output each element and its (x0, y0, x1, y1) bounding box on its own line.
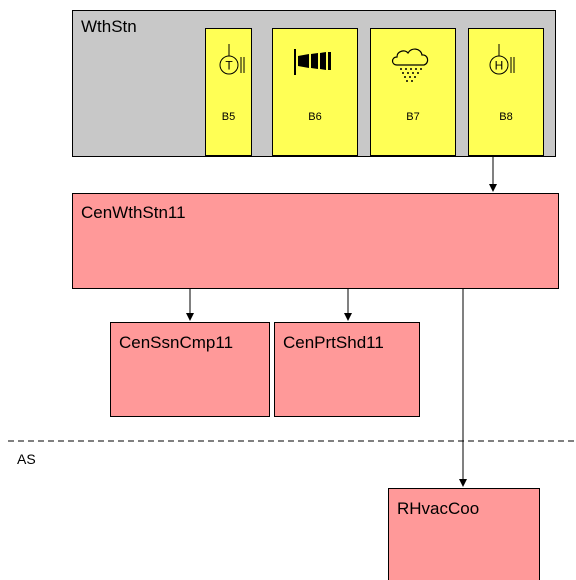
hvac-cooling-block[interactable]: RHvacCoo (388, 488, 540, 580)
rain-cloud-icon (371, 43, 455, 82)
central-block-title: CenWthStn11 (81, 203, 186, 222)
partial-shade-title: CenPrtShd11 (283, 333, 384, 352)
season-compensation-block[interactable]: CenSsnCmp11 (110, 322, 270, 417)
sensor-b7[interactable]: B7 (370, 28, 456, 156)
as-separator-label: AS (17, 451, 36, 467)
weather-station-title: WthStn (81, 17, 137, 36)
sensor-b8-label: B8 (499, 111, 513, 123)
sensor-b7-label: B7 (406, 111, 420, 123)
season-compensation-title: CenSsnCmp11 (119, 333, 234, 352)
sensor-b6[interactable]: B6 (272, 28, 358, 156)
humidity-sensor-icon: H (469, 43, 543, 79)
partial-shade-block[interactable]: CenPrtShd11 (274, 322, 420, 417)
sensor-b6-label: B6 (308, 111, 322, 123)
hvac-cooling-title: RHvacCoo (397, 499, 480, 518)
windsock-icon (273, 43, 357, 79)
sensor-b5-label: B5 (221, 111, 236, 123)
svg-text:T: T (225, 59, 233, 73)
sensor-b8[interactable]: H B8 (468, 28, 544, 156)
sensor-b5[interactable]: T B5 (205, 28, 252, 156)
thermometer-icon: T (206, 43, 251, 79)
svg-text:H: H (495, 59, 504, 73)
central-weather-station-block[interactable]: CenWthStn11 (72, 193, 559, 289)
weather-station-group[interactable]: WthStn T B5 B6 (72, 10, 556, 157)
